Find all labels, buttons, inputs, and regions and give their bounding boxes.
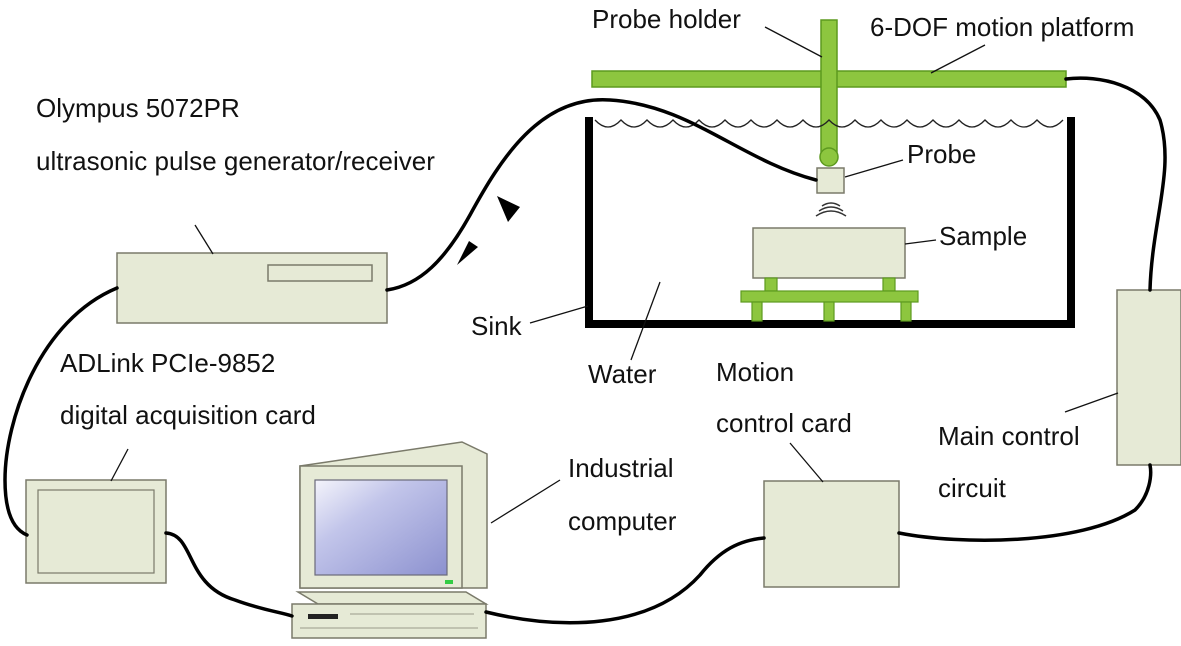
- motion-card-label-line2: control card: [716, 408, 852, 438]
- cable-main-circuit-to-platform: [1064, 76, 1167, 292]
- probe-holder-label: Probe holder: [592, 4, 741, 34]
- monitor-screen: [314, 479, 448, 576]
- sink-label: Sink: [471, 311, 523, 341]
- motion-platform-label: 6-DOF motion platform: [870, 12, 1134, 42]
- cable-olympus-to-acquisition: [3, 286, 119, 537]
- industrial-computer-label-line1: Industrial: [568, 453, 674, 483]
- cable-acquisition-to-computer: [164, 531, 294, 618]
- leader-lines: [110, 26, 1119, 524]
- adlink-description-label: digital acquisition card: [60, 400, 316, 430]
- industrial-computer-label-line2: computer: [568, 506, 677, 536]
- main-control-label-line2: circuit: [938, 473, 1007, 503]
- water-label: Water: [588, 359, 657, 389]
- olympus-description-label: ultrasonic pulse generator/receiver: [36, 146, 435, 176]
- motion-control-card-box: [763, 480, 900, 588]
- cables: [3, 76, 1167, 625]
- signal-arrow-send: [457, 241, 478, 265]
- main-control-circuit-box: [1116, 289, 1181, 466]
- power-led: [445, 580, 453, 584]
- probe-holder-joint: [819, 147, 839, 167]
- cable-motion-card-to-main-circuit: [897, 463, 1153, 542]
- olympus-pulser-receiver: [116, 252, 388, 324]
- cable-probe-to-olympus: [385, 98, 818, 292]
- water-surface: [594, 119, 1064, 128]
- sample-stand: [740, 277, 919, 322]
- disk-drive-slot: [308, 614, 338, 619]
- ultrasound-wave-icon: [815, 202, 847, 217]
- olympus-front-slot: [267, 264, 373, 282]
- computer-base: [291, 603, 487, 639]
- acquisition-card-inner: [37, 489, 155, 574]
- sink-tank: [585, 117, 1075, 328]
- sample-label: Sample: [939, 221, 1027, 251]
- probe-holder-rod: [820, 19, 838, 155]
- probe: [816, 167, 845, 194]
- sample-block: [752, 227, 906, 279]
- probe-label: Probe: [907, 139, 976, 169]
- motion-card-label-line1: Motion: [716, 357, 794, 387]
- olympus-model-label: Olympus 5072PR: [36, 93, 240, 123]
- main-control-label-line1: Main control: [938, 421, 1080, 451]
- computer-base-top: [295, 591, 489, 605]
- adlink-model-label: ADLink PCIe-9852: [60, 348, 275, 378]
- cable-computer-to-motion-card: [484, 536, 766, 625]
- signal-arrow-return: [497, 196, 520, 222]
- computer-icon: [291, 441, 489, 639]
